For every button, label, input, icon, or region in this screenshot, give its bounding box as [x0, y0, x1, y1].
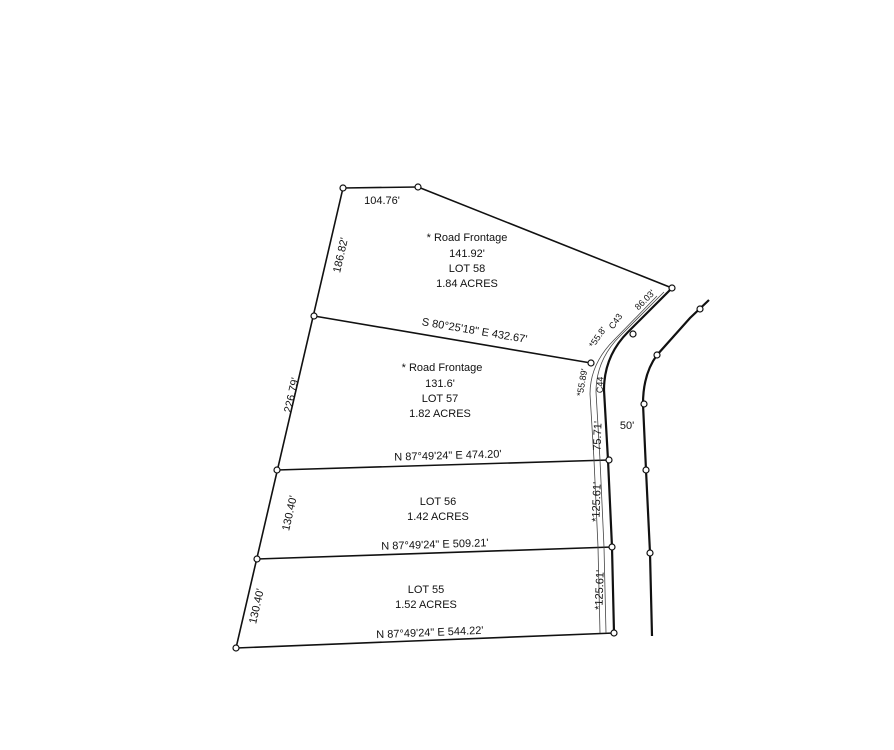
frontage-curve — [602, 287, 673, 634]
lot-56-label: LOT 56 1.42 ACRES — [407, 496, 469, 523]
frontage-offset-1 — [595, 291, 665, 634]
lot-56-name: LOT 56 — [420, 496, 457, 508]
distance-front-55: *125.61' — [593, 570, 606, 610]
frontage-offset-2 — [589, 295, 658, 634]
bearing-58-57: S 80°25'18" E 432.67' — [421, 316, 528, 346]
distance-west-58: 186.82' — [331, 237, 351, 275]
pin — [642, 466, 650, 474]
pin — [414, 183, 422, 191]
lot-55-name: LOT 55 — [408, 584, 445, 596]
distance-arc-57: *55.89' — [575, 368, 590, 397]
line-55-south — [235, 632, 615, 649]
lot-57-frontage: 131.6' — [425, 378, 455, 390]
lot-boundaries — [235, 186, 673, 649]
road-width: 50' — [620, 420, 634, 432]
lot-57-name: LOT 57 — [422, 393, 459, 405]
lot-58-label: * Road Frontage 141.92' LOT 58 1.84 ACRE… — [427, 232, 508, 290]
lot-57-label: * Road Frontage 131.6' LOT 57 1.82 ACRES — [402, 362, 483, 420]
west-line — [235, 187, 344, 649]
line-56-55 — [256, 546, 613, 560]
line-58-57 — [313, 315, 592, 364]
pin — [253, 555, 261, 563]
line-57-56 — [276, 459, 610, 471]
pin — [629, 330, 637, 338]
distance-arc-58: *55.8' — [587, 325, 608, 350]
pin — [608, 543, 616, 551]
pin — [610, 629, 618, 637]
lot-55-acres: 1.52 ACRES — [395, 599, 457, 611]
lot-55-label: LOT 55 1.52 ACRES — [395, 584, 457, 611]
curve-c43: C43 — [607, 312, 625, 331]
lot-57-acres: 1.82 ACRES — [409, 408, 471, 420]
bearing-57-56: N 87°49'24" E 474.20' — [394, 448, 502, 463]
pin — [587, 359, 595, 367]
distance-top: 104.76' — [364, 195, 400, 207]
bearing-56-55: N 87°49'24" E 509.21' — [381, 537, 489, 553]
pin — [640, 400, 648, 408]
bearing-55-south: N 87°49'24" E 544.22' — [376, 625, 484, 641]
pin — [668, 284, 676, 292]
distance-front-57: 75.71' — [591, 421, 604, 451]
north-east-line — [417, 186, 673, 289]
lot-58-frontage: 141.92' — [449, 248, 485, 260]
survey-pins — [232, 183, 704, 652]
road-west-edge — [589, 287, 673, 634]
lot-56-acres: 1.42 ACRES — [407, 511, 469, 523]
curve-c44: C44 — [595, 376, 606, 393]
lot-58-name: LOT 58 — [449, 263, 486, 275]
lot-57-frontage-label: * Road Frontage — [402, 362, 483, 374]
top-line — [342, 186, 419, 189]
lot-58-frontage-label: * Road Frontage — [427, 232, 508, 244]
east-road-line — [641, 299, 710, 637]
distance-front-56: *125.61' — [590, 482, 603, 522]
lot-58-acres: 1.84 ACRES — [436, 278, 498, 290]
pin — [339, 184, 347, 192]
pin — [273, 466, 281, 474]
pin — [232, 644, 240, 652]
distance-west-56: 130.40' — [280, 495, 300, 533]
pin — [653, 351, 661, 359]
pin — [310, 312, 318, 320]
road-east-edge — [641, 299, 710, 637]
distance-west-57: 226.79' — [282, 377, 302, 415]
pin — [646, 549, 654, 557]
pin — [696, 305, 704, 313]
distance-west-55: 130.40' — [247, 588, 267, 626]
pin — [605, 456, 613, 464]
